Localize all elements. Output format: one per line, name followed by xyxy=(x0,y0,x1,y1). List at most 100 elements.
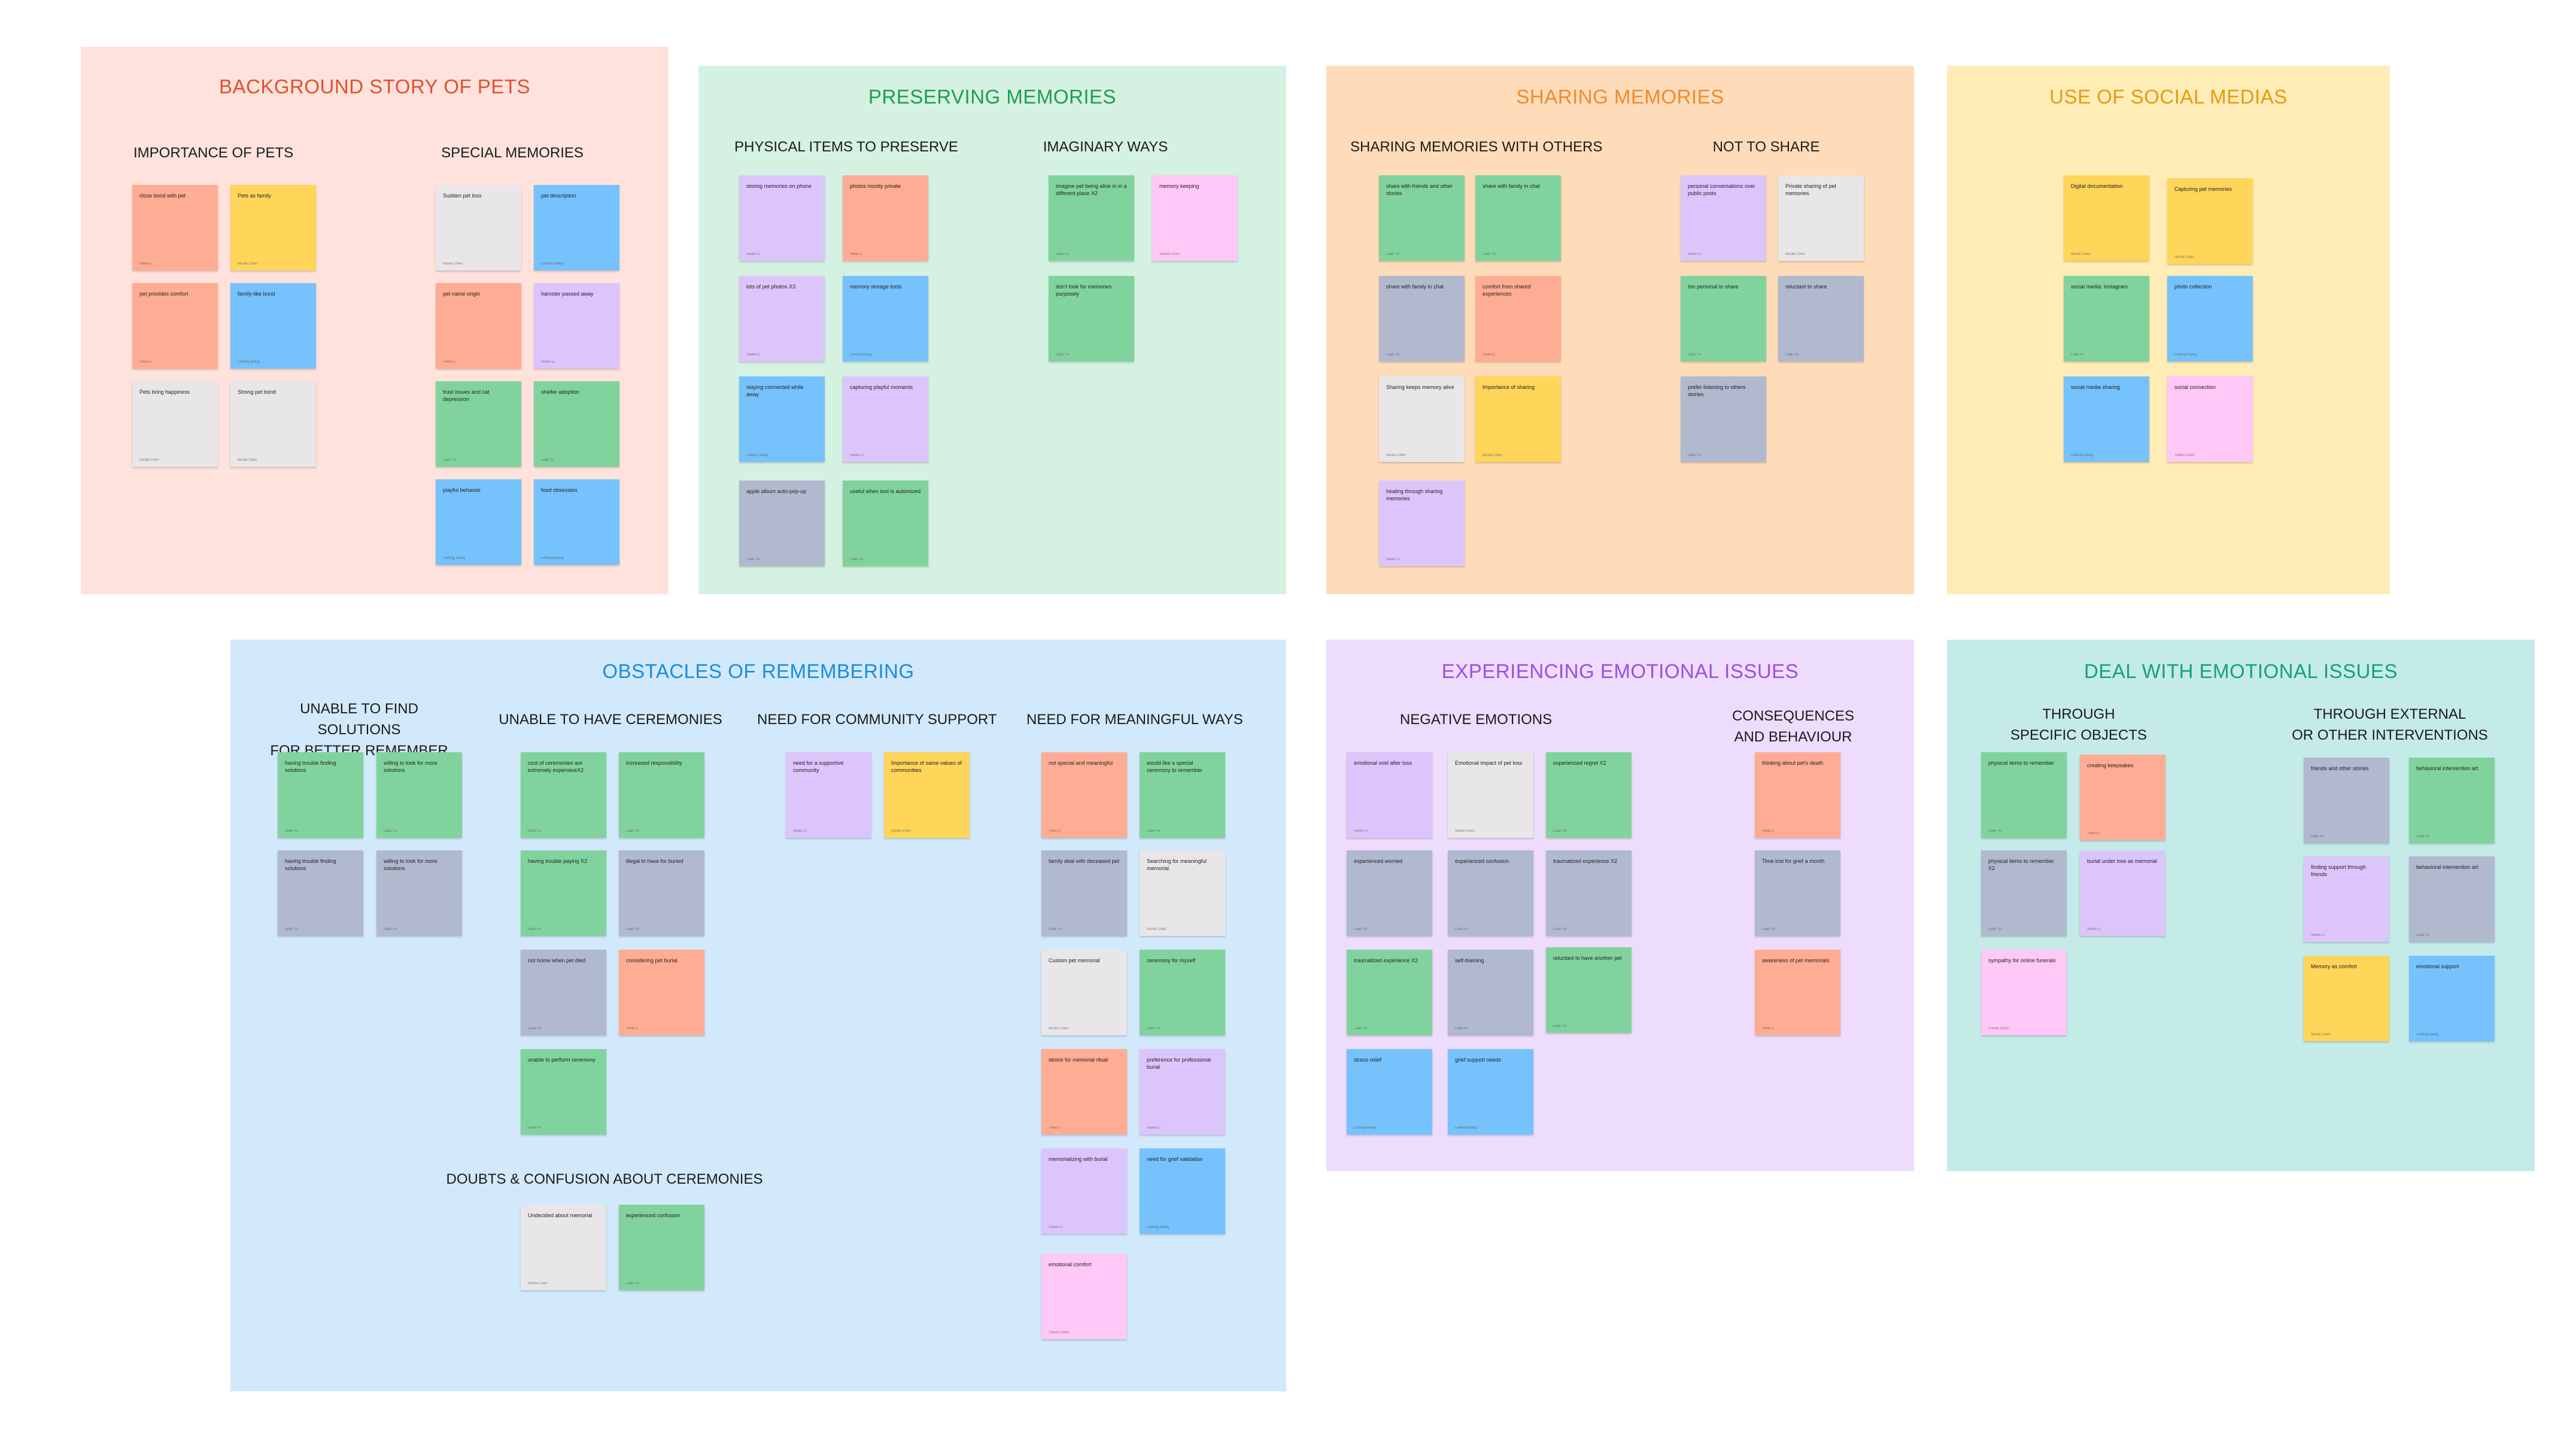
sticky-note[interactable]: imagine pet being alive in in a differen… xyxy=(1049,175,1134,261)
sticky-note[interactable]: would like a special ceremony to remembe… xyxy=(1140,752,1225,838)
note-text: emotional support xyxy=(2416,963,2459,969)
note-text: social connection xyxy=(2174,384,2216,390)
note-author: Nicole Chen xyxy=(891,829,911,833)
sticky-note[interactable]: Importance of same values of communities… xyxy=(884,752,970,838)
section-sharing: SHARING MEMORIES SHARING MEMORIES WITH O… xyxy=(1326,66,1914,594)
note-author: Leah Yu xyxy=(1455,1027,1468,1030)
note-author: Nicole Chen xyxy=(139,458,159,462)
sticky-note[interactable]: cost of ceremonies are extremely expensi… xyxy=(521,752,606,838)
sticky-note[interactable]: personal conversations over public posts… xyxy=(1681,175,1766,261)
